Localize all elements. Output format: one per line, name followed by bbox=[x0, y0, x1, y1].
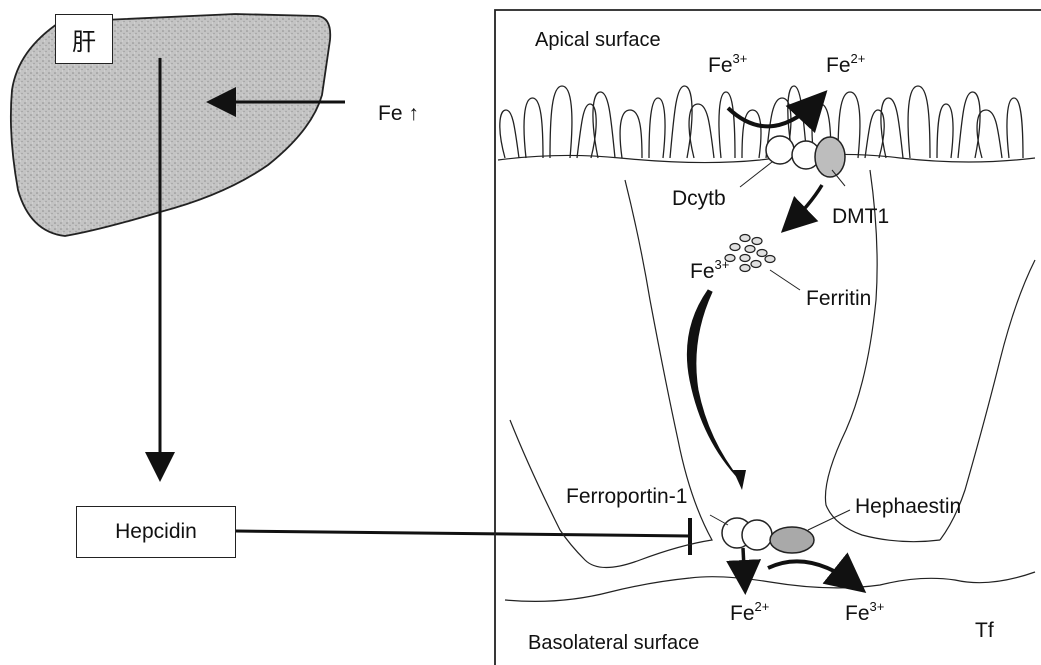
hepcidin-box: Hepcidin bbox=[76, 506, 236, 558]
microvillus bbox=[937, 104, 953, 158]
microvillus bbox=[620, 110, 642, 158]
hepcidin-inhibition-line bbox=[236, 531, 690, 536]
microvillus bbox=[649, 98, 665, 158]
ferroportin-leader bbox=[710, 515, 728, 525]
microvilli bbox=[500, 86, 1023, 158]
microvillus bbox=[500, 110, 519, 158]
apical-surface-label: Apical surface bbox=[535, 30, 661, 50]
dmt1-protein bbox=[815, 137, 845, 177]
microvillus bbox=[719, 92, 735, 158]
basolateral-membrane bbox=[505, 572, 1035, 601]
cytosol-arrowhead bbox=[733, 470, 746, 490]
dcytb-protein bbox=[766, 136, 794, 164]
cytosol-transport-arrow bbox=[687, 290, 740, 480]
apical-fe3-ion: Fe3+ bbox=[708, 52, 747, 76]
iron-input-label: Fe ↑ bbox=[378, 103, 419, 124]
microvillus bbox=[524, 98, 543, 158]
microvillus bbox=[1007, 98, 1023, 158]
microvillus bbox=[977, 110, 1002, 158]
apical-fe2-ion: Fe2+ bbox=[826, 52, 865, 76]
ferritin-cluster bbox=[725, 235, 775, 272]
ferroportin-protein-right bbox=[742, 520, 772, 550]
ferritin-leader bbox=[770, 270, 800, 290]
microvillus bbox=[742, 110, 761, 158]
dcytb-leader bbox=[740, 162, 772, 187]
dmt1-label: DMT1 bbox=[832, 206, 889, 227]
hepcidin-label: Hepcidin bbox=[115, 520, 197, 544]
basal-fe2-ion: Fe2+ bbox=[730, 600, 769, 624]
liver-label-box: 肝 bbox=[55, 14, 113, 64]
ferritin-label: Ferritin bbox=[806, 288, 871, 309]
cytosol-fe3-ion: Fe3+ bbox=[690, 258, 729, 282]
dcytb-label: Dcytb bbox=[672, 188, 726, 209]
basolateral-surface-label: Basolateral surface bbox=[528, 633, 699, 653]
reduction-arrow bbox=[728, 96, 822, 126]
ferroportin-export-arrow bbox=[743, 548, 745, 588]
transferrin-label: Tf bbox=[975, 620, 994, 641]
microvillus bbox=[550, 86, 572, 158]
hephaestin-protein bbox=[770, 527, 814, 553]
hephaestin-leader bbox=[808, 510, 850, 530]
microvillus bbox=[689, 104, 714, 158]
basal-fe3-ion: Fe3+ bbox=[845, 600, 884, 624]
microvillus bbox=[908, 86, 930, 158]
enterocyte-left-border bbox=[510, 180, 712, 568]
dmt1-import-arrow bbox=[786, 185, 822, 228]
liver-label: 肝 bbox=[72, 22, 96, 57]
hephaestin-label: Hephaestin bbox=[855, 496, 961, 517]
ferroportin-label: Ferroportin-1 bbox=[566, 486, 687, 507]
